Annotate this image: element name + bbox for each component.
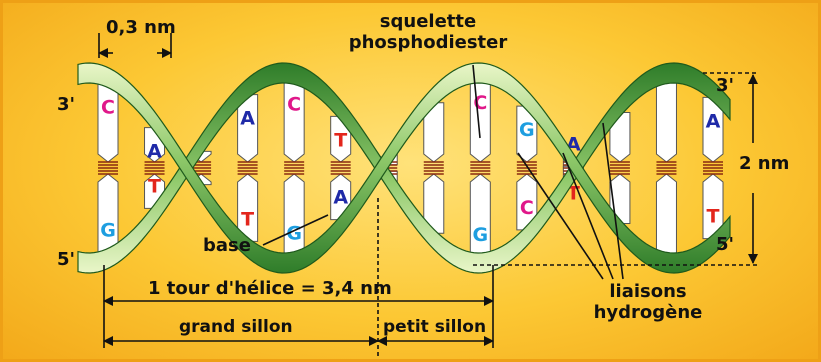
base-letter: C (520, 197, 534, 219)
left-3prime-label: 3' (57, 94, 75, 115)
base-letter: G (519, 119, 535, 141)
base-pair: CG (470, 79, 490, 257)
base-letter: T (334, 129, 347, 151)
base-letter: T (241, 208, 254, 230)
helix-turn-label: 1 tour d'hélice = 3,4 nm (148, 278, 392, 299)
base-letter: C (287, 93, 301, 115)
right-3prime-label: 3' (716, 75, 734, 96)
base-letter: C (101, 97, 115, 119)
base-letter: A (147, 141, 162, 163)
base-block (656, 80, 676, 162)
major-groove-label: grand sillon (179, 317, 293, 337)
hbond-label-line2: hydrogène (588, 302, 708, 323)
minor-groove-label: petit sillon (383, 317, 486, 337)
width-label: 0,3 nm (106, 17, 176, 38)
backbone-label-line2: phosphodiester (343, 32, 513, 53)
base-letter: T (707, 206, 720, 228)
backbone-label-line1: squelette (343, 11, 513, 32)
base-pair: CG (98, 84, 118, 253)
base-letter: A (333, 187, 348, 209)
base-block (656, 174, 676, 256)
base-label: base (203, 235, 251, 256)
base-letter: G (473, 224, 489, 246)
sugar-phosphate-backbones (78, 63, 730, 273)
base-letter: A (240, 108, 255, 130)
base-pair: GC (517, 106, 537, 230)
base-letter: T (148, 175, 161, 197)
backbone-label: squelette phosphodiester (343, 11, 513, 53)
base-pair: AT (238, 95, 258, 242)
hbond-label: liaisons hydrogène (588, 281, 708, 323)
base-letter: A (706, 110, 721, 132)
left-5prime-label: 5' (57, 249, 75, 270)
base-pair (610, 112, 630, 223)
base-pair (424, 103, 444, 233)
base-pair: CG (284, 80, 304, 255)
base-pair: AT (703, 97, 723, 238)
base-pair (656, 80, 676, 257)
base-letter: G (100, 219, 116, 241)
right-5prime-label: 5' (716, 234, 734, 255)
base-block (98, 84, 118, 162)
base-pair: TA (331, 116, 351, 219)
hbond-label-line1: liaisons (588, 281, 708, 302)
diameter-label: 2 nm (739, 153, 789, 174)
